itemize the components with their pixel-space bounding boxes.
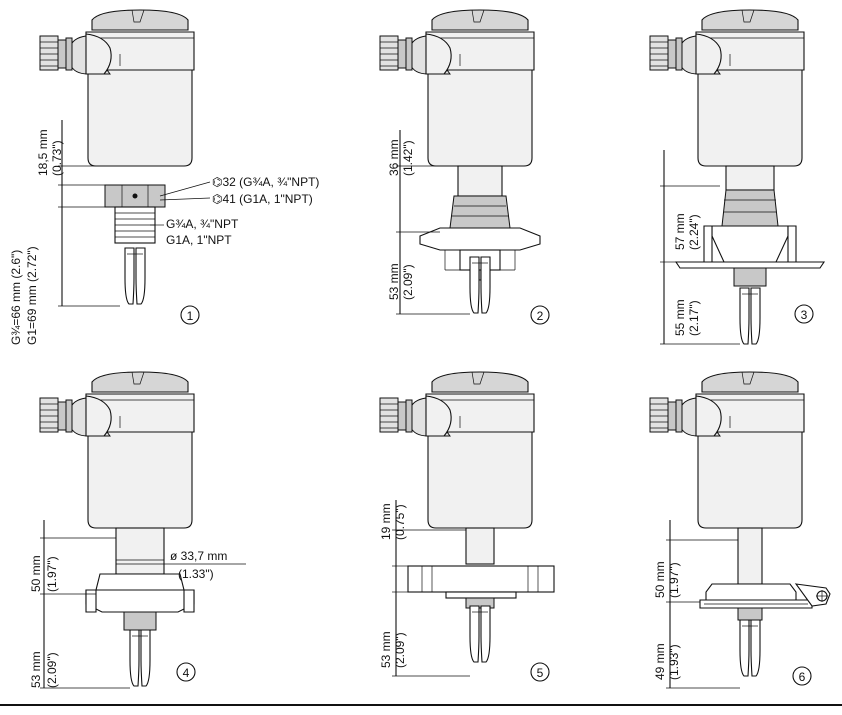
figure-3: 57 mm (2.24") 55 mm (2.17") 3 <box>649 9 826 345</box>
fig6-dim2-line1: 49 mm <box>653 643 667 680</box>
fig1-thread-label-1: G¾A, ¾"NPT <box>166 217 239 231</box>
fig1-dim1-line1: 18,5 mm <box>36 129 50 176</box>
fig3-dim2-line2: (2.17") <box>687 300 701 336</box>
fig5-dim1-line2: (0.75") <box>393 504 407 540</box>
fig4-dim1-line2: (1.97") <box>45 556 59 592</box>
fig4-diameter-label-2: (1.33") <box>178 567 214 581</box>
figure-2: 36 mm (1.42") 53 mm (2.09") 2 <box>379 9 550 325</box>
fig4-diameter-label-1: ø 33,7 mm <box>170 549 227 563</box>
fig3-dim1-line2: (2.24") <box>687 214 701 250</box>
fig6-dim1-line2: (1.97") <box>667 562 681 598</box>
fig2-dim1-line2: (1.42") <box>401 140 415 176</box>
fig4-dim2-line2: (2.09") <box>45 652 59 688</box>
fig1-hex-label-2: ⌬41 (G1A, 1"NPT) <box>212 192 313 206</box>
fig5-dim2-line2: (2.09") <box>393 632 407 668</box>
fig5-dim1-line1: 19 mm <box>379 503 393 540</box>
fig5-dim2-line1: 53 mm <box>379 631 393 668</box>
fig1-dim2-line1: G¾=66 mm (2.6") <box>9 250 23 345</box>
figure-1: 18,5 mm (0.73") G¾=66 mm (2.6") G1=69 mm… <box>9 9 319 345</box>
fig4-dim1-line1: 50 mm <box>29 555 43 592</box>
figure-6: 50 mm (1.97") 49 mm (1.93") 6 <box>649 371 831 689</box>
fig6-dim2-line2: (1.93") <box>667 644 681 680</box>
fig3-dim1-line1: 57 mm <box>673 213 687 250</box>
fig2-dim2-line1: 53 mm <box>387 263 401 300</box>
fig2-dim2-line2: (2.09") <box>401 264 415 300</box>
fig1-dim1-line2: (0.73") <box>50 140 64 176</box>
fig3-dim2-line1: 55 mm <box>673 299 687 336</box>
fig2-number: 2 <box>537 309 544 323</box>
fig1-number: 1 <box>187 309 194 323</box>
fig2-dim1-line1: 36 mm <box>387 139 401 176</box>
figure-5: 19 mm (0.75") 53 mm (2.09") 5 <box>379 371 555 682</box>
fig1-dim2-line2: G1=69 mm (2.72") <box>25 246 39 345</box>
fig6-dim1-line1: 50 mm <box>653 561 667 598</box>
fig4-number: 4 <box>183 666 190 680</box>
figure-4: ø 33,7 mm (1.33") 50 mm (1.97") 53 mm (2… <box>29 371 246 689</box>
fig4-dim2-line1: 53 mm <box>29 651 43 688</box>
fig3-number: 3 <box>801 308 808 322</box>
fig6-number: 6 <box>799 670 806 684</box>
bottom-rule <box>0 704 842 706</box>
fig1-hex-label-1: ⌬32 (G¾A, ¾"NPT) <box>212 175 319 189</box>
fig1-thread-label-2: G1A, 1"NPT <box>166 233 232 247</box>
fig5-number: 5 <box>537 666 544 680</box>
